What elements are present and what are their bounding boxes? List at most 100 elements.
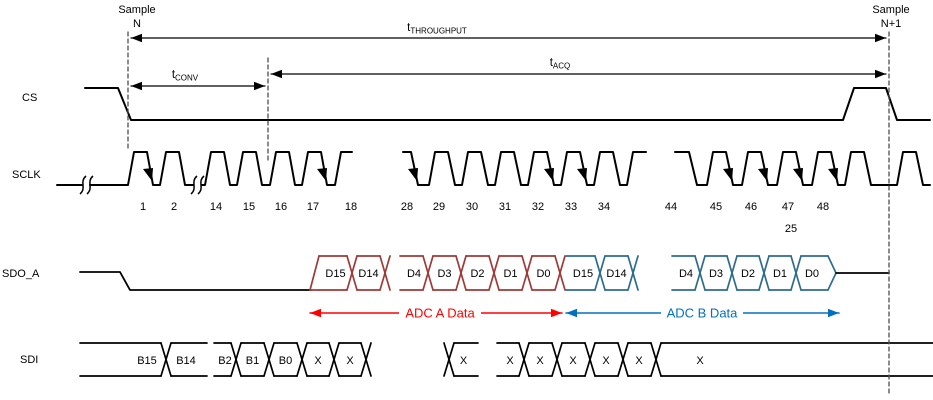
row-label-cs: CS [22, 92, 37, 104]
adc-a-data-span-right-arrowhead [551, 308, 562, 318]
sclk-sampling-arrow-icon [758, 168, 768, 181]
sclk-wave-segment [402, 151, 647, 186]
signal-name-sdi: SDI [20, 354, 38, 366]
sclk-sampling-arrow [544, 168, 554, 181]
sclk-sampling-arrow [723, 168, 733, 181]
bus-bit-label: X [602, 355, 610, 367]
bus-bit-label: X [696, 355, 704, 367]
bus-bit-label: B14 [176, 355, 196, 367]
bus-bit-label: D1 [503, 268, 517, 280]
sclk-sampling-arrow [828, 168, 838, 181]
bus-bit-label: D15 [325, 268, 345, 280]
t-throughput-label: tTHROUGHPUT [407, 22, 467, 36]
bus-bit-label: D4 [407, 268, 421, 280]
bus-bit-label: D0 [536, 268, 550, 280]
break-squiggle [197, 175, 205, 195]
adc-b-data-span-label-backing [661, 304, 743, 320]
break-squiggle [86, 175, 94, 195]
sample-n-plus-1-marker-line2: N+1 [881, 18, 902, 30]
dimension-t-throughput: tTHROUGHPUT [130, 22, 887, 43]
sclk-clock-number: 48 [817, 201, 829, 213]
sclk-clock-number: 1 [140, 201, 146, 213]
bus-bit-label: D15 [573, 268, 593, 280]
adc-a-data-span-left-arrowhead [310, 308, 321, 318]
sclk-sampling-arrow-icon [317, 168, 327, 181]
sclk-clock-number: 33 [565, 201, 577, 213]
bus-bit-label: X [536, 355, 544, 367]
bus-bit-label: B2 [218, 355, 231, 367]
sclk-sampling-arrow [758, 168, 768, 181]
sclk-sampling-arrow-icon [408, 168, 418, 181]
signal-name-sdo-a: SDO_A [2, 268, 40, 280]
sclk-clock-number: 47 [782, 201, 794, 213]
sclk-sampling-arrow [793, 168, 803, 181]
t-acq-left-arrowhead [271, 69, 282, 79]
row-label-sdi: SDI [20, 354, 38, 366]
sclk-sampling-arrow-icon [143, 168, 153, 181]
sdi-command-msb-bus: B15 B14 [79, 342, 208, 377]
sclk-sampling-arrow [317, 168, 327, 181]
bus-bit-label: X [569, 355, 577, 367]
t-throughput-left-arrowhead [131, 33, 142, 43]
sclk-clock-number: 14 [210, 201, 222, 213]
row-label-sdo-a: SDO_A [2, 268, 40, 280]
sclk-clock-number: 45 [710, 201, 722, 213]
sclk-clock-number: 16 [275, 201, 287, 213]
bus-bit-label: D0 [805, 268, 819, 280]
sclk-clock-number: 18 [345, 201, 357, 213]
bus-bit-label: D2 [470, 268, 484, 280]
sclk-sampling-arrow-icon [544, 168, 554, 181]
sdo-a-idle-line [79, 271, 312, 291]
adc-a-data-span-label-backing [399, 304, 481, 320]
sclk-sampling-arrow-icon [793, 168, 803, 181]
break-squiggle [190, 175, 198, 195]
sclk-sampling-arrow [143, 168, 153, 181]
signal-name-cs: CS [22, 92, 37, 104]
sclk-clock-number: 28 [401, 201, 413, 213]
adc-a-data-span-label: ADC A Data [405, 306, 475, 321]
bus-bit-label: X [635, 355, 643, 367]
sample-n-marker-line1: Sample [118, 4, 155, 16]
bus-bit-label: B15 [137, 355, 157, 367]
bus-bit-label: X [506, 355, 514, 367]
bus-bit-label: X [314, 355, 322, 367]
sclk-note: 25 [785, 223, 797, 235]
bus-bit-label: D1 [773, 268, 787, 280]
bus-bit-label: X [346, 355, 354, 367]
t-acq-right-arrowhead [875, 69, 886, 79]
sclk-clock-number: 34 [598, 201, 610, 213]
adc-b-data-span: ADC B Data [565, 304, 840, 321]
sclk-clock-number: 29 [433, 201, 445, 213]
t-conv-right-arrowhead [254, 81, 265, 91]
bus-bit-label: D4 [679, 268, 693, 280]
dimension-t-acq: tACQ [270, 57, 887, 79]
sclk-sampling-arrow [577, 168, 587, 181]
sclk-clock-number: 46 [745, 201, 757, 213]
bus-bit-label: B0 [279, 355, 292, 367]
sclk-sampling-arrow [408, 168, 418, 181]
sclk-note-25: 25 [785, 223, 797, 235]
adc-a-data-span: ADC A Data [309, 304, 563, 321]
sample-n-marker-line2: N [133, 18, 141, 30]
sdo-adc-a-lsb-bus: D4 D3 D2 D1 D0 [399, 255, 566, 291]
sclk-clock-number: 32 [532, 201, 544, 213]
sclk-clock-number: 30 [466, 201, 478, 213]
dimension-t-conv: tCONV [130, 69, 266, 91]
adc-b-data-span-label: ADC B Data [667, 306, 739, 321]
row-label-sclk: SCLK [12, 169, 41, 181]
sclk-clock-number: 17 [307, 201, 319, 213]
cs-waveform [84, 87, 931, 121]
sclk-break-mark [190, 175, 205, 195]
cs-wave-line [84, 87, 931, 121]
sclk-break-mark [79, 175, 94, 195]
bus-bit-label: D3 [437, 268, 451, 280]
sclk-sampling-arrow-icon [723, 168, 733, 181]
t-conv-left-arrowhead [131, 81, 142, 91]
sclk-sampling-arrow-icon [577, 168, 587, 181]
